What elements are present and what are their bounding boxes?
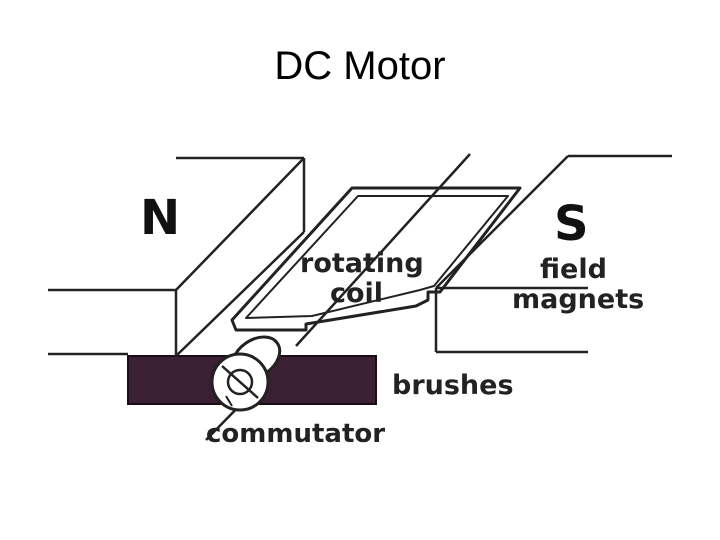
field-magnets-label-1: field — [540, 254, 607, 285]
south-pole-label: S — [554, 196, 589, 252]
south-magnet — [434, 154, 672, 354]
field-magnets-label-2: magnets — [512, 284, 644, 315]
page-title: DC Motor — [274, 44, 446, 88]
north-pole-label: N — [140, 190, 180, 246]
rotating-coil-label-1: rotating — [300, 248, 424, 279]
rotating-coil — [230, 186, 522, 332]
brushes-label: brushes — [392, 370, 514, 401]
commutator-label: commutator — [206, 419, 385, 449]
rotating-coil-label-2: coil — [330, 278, 383, 309]
north-magnet — [48, 156, 306, 357]
commutator — [210, 335, 282, 412]
